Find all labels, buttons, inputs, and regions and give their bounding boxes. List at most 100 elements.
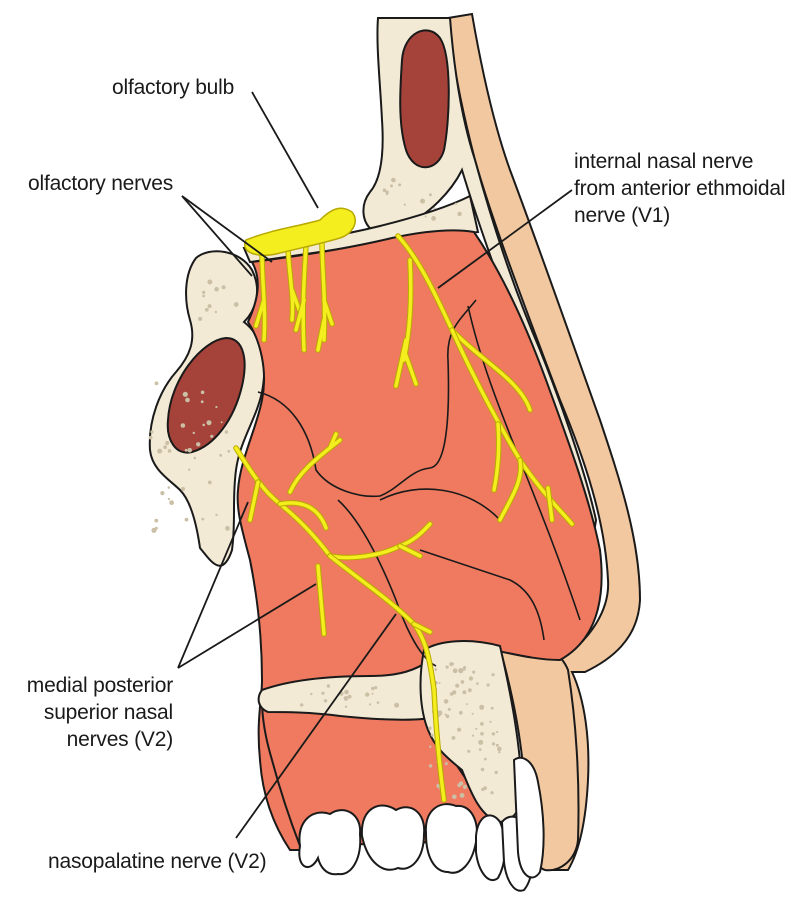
bone-stipple-dot — [462, 690, 466, 694]
bone-stipple-dot — [155, 382, 159, 386]
bone-stipple-dot — [327, 684, 330, 687]
bone-stipple-dot — [429, 764, 432, 767]
bone-stipple-dot — [420, 199, 425, 204]
bone-stipple-dot — [154, 519, 158, 523]
bone-stipple-dot — [480, 722, 484, 726]
bone-stipple-dot — [487, 683, 490, 686]
bone-stipple-dot — [468, 688, 472, 692]
bone-stipple-dot — [163, 445, 167, 449]
label-olfactory-bulb: olfactory bulb — [112, 74, 234, 101]
bone-stipple-dot — [492, 732, 495, 735]
bone-stipple-dot — [168, 486, 171, 489]
bone-stipple-dot — [185, 518, 189, 522]
bone-stipple-dot — [383, 189, 387, 193]
bone-stipple-dot — [194, 457, 197, 460]
bone-stipple-dot — [225, 526, 230, 531]
label-medial-posterior-superior-nasal: medial posterior superior nasal nerves (… — [18, 672, 173, 753]
bone-stipple-dot — [391, 178, 396, 183]
bone-stipple-dot — [480, 732, 484, 736]
bone-stipple-dot — [372, 693, 374, 695]
bone-stipple-dot — [386, 193, 388, 195]
bone-stipple-dot — [348, 695, 352, 699]
bone-stipple-dot — [149, 436, 153, 440]
bone-stipple-dot — [157, 449, 162, 454]
bone-stipple-dot — [181, 423, 186, 428]
bone-stipple-dot — [198, 317, 202, 321]
bone-stipple-dot — [446, 666, 449, 669]
bone-stipple-dot — [463, 785, 467, 789]
label-medial-posterior-line2: superior nasal — [18, 699, 173, 726]
bone-stipple-dot — [155, 527, 158, 530]
bone-stipple-dot — [183, 392, 188, 397]
bone-stipple-dot — [435, 668, 438, 671]
bone-stipple-dot — [425, 216, 427, 218]
bone-stipple-dot — [181, 487, 185, 491]
bone-stipple-dot — [498, 751, 500, 753]
bone-stipple-dot — [491, 707, 494, 710]
label-internal-nasal-nerve: internal nasal nerve from anterior ethmo… — [574, 148, 785, 229]
bone-stipple-dot — [150, 430, 153, 433]
bone-stipple-dot — [455, 684, 459, 688]
bone-stipple-dot — [196, 442, 200, 446]
bone-stipple-dot — [459, 711, 463, 715]
bone-stipple-dot — [202, 295, 205, 298]
bone-stipple-dot — [365, 692, 369, 696]
bone-stipple-dot — [214, 287, 219, 292]
bone-stipple-dot — [479, 705, 484, 710]
leader-olfactory-bulb — [252, 92, 318, 208]
bone-stipple-dot — [475, 728, 477, 730]
bone-stipple-dot — [452, 795, 457, 800]
bone-stipple-dot — [445, 714, 447, 716]
label-medial-posterior-line3: nerves (V2) — [18, 726, 173, 753]
bone-stipple-dot — [496, 731, 498, 733]
bone-stipple-dot — [215, 406, 217, 408]
bone-stipple-dot — [445, 762, 448, 765]
bone-stipple-dot — [219, 454, 222, 457]
bone-stipple-dot — [455, 203, 457, 205]
bone-stipple-dot — [185, 449, 188, 452]
bone-stipple-dot — [202, 291, 205, 294]
bone-stipple-dot — [497, 747, 502, 752]
bone-stipple-dot — [210, 435, 213, 438]
bone-stipple-dot — [472, 735, 474, 737]
bone-stipple-dot — [165, 441, 169, 445]
bone-stipple-dot — [187, 448, 192, 453]
bone-stipple-dot — [457, 212, 461, 216]
bone-stipple-dot — [201, 391, 205, 395]
bone-stipple-dot — [221, 421, 223, 423]
canine-tooth — [476, 815, 505, 880]
bone-stipple-dot — [434, 207, 436, 209]
bone-stipple-dot — [390, 184, 393, 187]
bone-stipple-dot — [457, 728, 461, 732]
bone-stipple-dot — [207, 420, 212, 425]
bone-stipple-dot — [168, 498, 170, 500]
bone-stipple-dot — [472, 671, 475, 674]
bone-stipple-dot — [489, 721, 491, 723]
bone-stipple-dot — [476, 682, 479, 685]
bone-stipple-dot — [205, 308, 209, 312]
label-internal-nasal-line3: nerve (V1) — [574, 202, 785, 229]
bone-stipple-dot — [467, 750, 470, 753]
bone-stipple-dot — [208, 481, 212, 485]
label-medial-posterior-line1: medial posterior — [18, 672, 173, 699]
bone-stipple-dot — [394, 703, 399, 708]
frontal-sinus — [400, 30, 449, 167]
bone-stipple-dot — [431, 734, 434, 737]
bone-stipple-dot — [481, 768, 485, 772]
bone-stipple-dot — [234, 302, 239, 307]
label-internal-nasal-line1: internal nasal nerve — [574, 148, 785, 175]
bone-stipple-dot — [492, 742, 495, 745]
bone-stipple-dot — [458, 668, 463, 673]
bone-stipple-dot — [404, 204, 406, 206]
bone-stipple-dot — [478, 740, 483, 745]
bone-stipple-dot — [344, 690, 349, 695]
bone-stipple-dot — [202, 424, 205, 427]
label-nasopalatine-nerve: nasopalatine nerve (V2) — [48, 848, 266, 875]
bone-stipple-dot — [429, 193, 432, 196]
bone-stipple-dot — [469, 676, 473, 680]
bone-stipple-dot — [201, 518, 204, 521]
bone-stipple-dot — [201, 400, 204, 403]
bone-stipple-dot — [491, 673, 494, 676]
bone-stipple-dot — [461, 680, 465, 684]
